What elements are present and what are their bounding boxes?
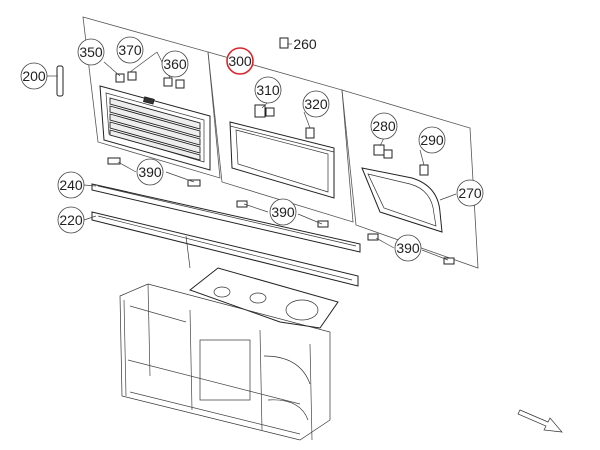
svg-text:390: 390 <box>138 164 162 180</box>
callout-390-upper: 390 <box>136 158 164 186</box>
arrow-down-right-icon <box>517 409 563 433</box>
panel-planes <box>82 16 479 269</box>
callout-310: 310 <box>254 76 282 104</box>
callout-360: 360 <box>161 50 189 78</box>
callout-280: 280 <box>370 112 398 140</box>
base-frame <box>119 283 331 441</box>
svg-text:350: 350 <box>79 44 103 60</box>
svg-text:270: 270 <box>458 185 482 201</box>
grille-slats <box>109 97 201 161</box>
top-plate <box>188 267 339 329</box>
callout-240: 240 <box>57 171 85 199</box>
rod-part <box>56 65 64 97</box>
callout-300: 300 <box>226 47 254 75</box>
rail-parts <box>91 183 361 287</box>
svg-text:390: 390 <box>396 240 420 256</box>
svg-text:390: 390 <box>271 204 295 220</box>
hinge-parts <box>107 37 455 265</box>
svg-text:290: 290 <box>420 132 444 148</box>
callout-390-middle: 390 <box>269 198 297 226</box>
grille-panel <box>99 85 211 171</box>
svg-text:320: 320 <box>304 96 328 112</box>
svg-text:220: 220 <box>59 212 83 228</box>
callout-370: 370 <box>116 36 144 64</box>
leader-lines <box>47 43 457 261</box>
callouts: 350 370 360 200 300 260 310 320 <box>20 36 484 262</box>
callout-220: 220 <box>57 206 85 234</box>
svg-text:240: 240 <box>59 177 83 193</box>
callout-270: 270 <box>456 179 484 207</box>
svg-text:370: 370 <box>118 42 142 58</box>
svg-text:300: 300 <box>228 53 252 69</box>
svg-text:310: 310 <box>256 82 280 98</box>
svg-text:280: 280 <box>372 118 396 134</box>
curved-window-panel <box>361 167 443 233</box>
callout-390-lower: 390 <box>394 234 422 262</box>
window-panel <box>229 121 335 199</box>
svg-text:360: 360 <box>163 56 187 72</box>
svg-text:260: 260 <box>293 36 317 52</box>
callout-350: 350 <box>77 38 105 66</box>
callout-200: 200 <box>20 62 48 90</box>
callout-260: 260 <box>293 36 317 52</box>
svg-text:200: 200 <box>22 68 46 84</box>
callout-320: 320 <box>302 90 330 118</box>
callout-290: 290 <box>418 126 446 154</box>
